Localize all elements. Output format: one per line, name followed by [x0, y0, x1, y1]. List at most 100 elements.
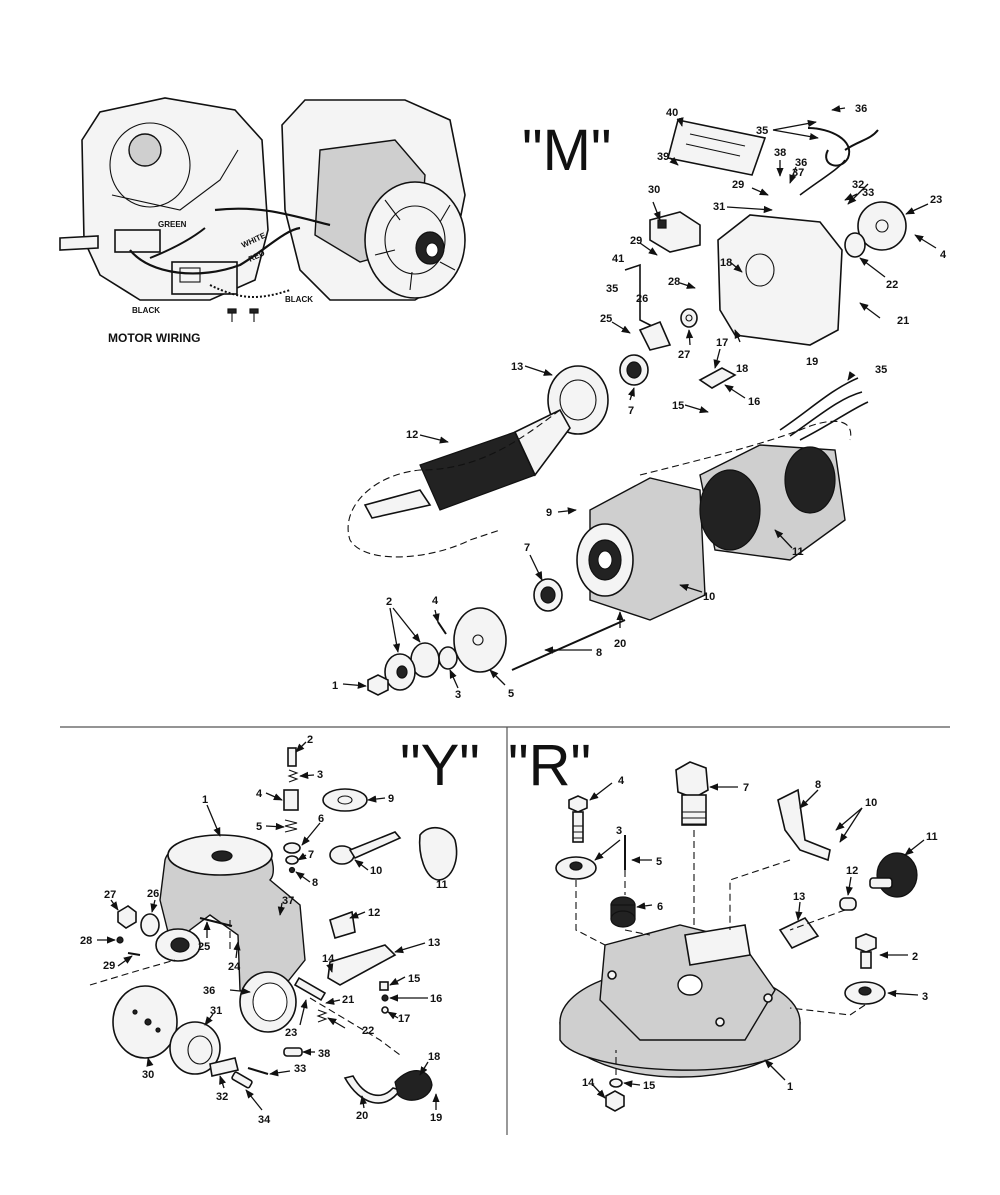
- callout-m-8: 8: [596, 647, 602, 659]
- callout-y-36: 36: [203, 985, 215, 997]
- callout-y-25: 25: [198, 941, 210, 953]
- wire-label-green: GREEN: [158, 220, 187, 229]
- callout-m-20: 20: [614, 638, 626, 650]
- callout-r-1: 1: [787, 1081, 793, 1093]
- callout-m-9: 9: [546, 507, 552, 519]
- motor-exploded-view: [347, 119, 907, 696]
- callout-m-32: 32: [852, 179, 864, 191]
- callout-m-28: 28: [668, 276, 680, 288]
- callout-r-10: 10: [865, 797, 877, 809]
- motor-frame-icon: [576, 477, 706, 621]
- callout-m-29-top: 29: [732, 179, 744, 191]
- callout-m-38: 38: [774, 147, 786, 159]
- wire-label-black-left: BLACK: [132, 306, 160, 315]
- section-label-y: "Y": [400, 733, 480, 798]
- callout-y-16: 16: [430, 993, 442, 1005]
- callout-m-27: 27: [678, 349, 690, 361]
- callout-m-37: 37: [792, 167, 804, 179]
- callout-m-41: 41: [612, 253, 624, 265]
- y-callout-arrows: [97, 741, 440, 1111]
- callout-m-2: 2: [386, 596, 392, 608]
- callout-m-3: 3: [455, 689, 461, 701]
- callout-r-6: 6: [657, 901, 663, 913]
- callout-m-22: 22: [886, 279, 898, 291]
- callout-m-36-mid: 36: [795, 157, 807, 169]
- callout-y-10: 10: [370, 865, 382, 877]
- callout-y-30: 30: [142, 1069, 154, 1081]
- callout-r-14: 14: [582, 1077, 595, 1089]
- callout-m-36-top: 36: [855, 103, 867, 115]
- callout-y-1: 1: [202, 794, 208, 806]
- screw-icon: [227, 308, 259, 322]
- callout-m-7-lower: 7: [524, 542, 530, 554]
- callout-m-18-upper: 18: [720, 257, 732, 269]
- callout-r-5: 5: [656, 856, 662, 868]
- callout-y-21: 21: [342, 994, 354, 1006]
- callout-m-21: 21: [897, 315, 909, 327]
- callout-y-14: 14: [322, 953, 335, 965]
- yoke-exploded-view: [89, 747, 458, 1104]
- callout-y-11: 11: [436, 879, 448, 891]
- callout-y-18: 18: [428, 1051, 440, 1063]
- callout-y-9: 9: [388, 793, 394, 805]
- callout-y-4: 4: [256, 788, 263, 800]
- callout-y-6: 6: [318, 813, 324, 825]
- callout-m-26: 26: [636, 293, 648, 305]
- callout-r-2: 2: [912, 951, 918, 963]
- callout-m-29-left: 29: [630, 235, 642, 247]
- motor-wiring-caption: MOTOR WIRING: [108, 331, 200, 345]
- r-callouts: 1 2 3 3 4 5 6 7 8 10 11 12 13 14 15: [582, 775, 938, 1093]
- stator-icon: [699, 444, 846, 561]
- r-callout-arrows: [589, 782, 925, 1099]
- callout-y-38: 38: [318, 1048, 330, 1060]
- callout-m-23: 23: [930, 194, 942, 206]
- callout-m-35-left: 35: [606, 283, 618, 295]
- callout-r-15: 15: [643, 1080, 655, 1092]
- motor-wiring-illustration: GREEN WHITE RED BLACK BLACK: [59, 97, 466, 322]
- callout-m-13: 13: [511, 361, 523, 373]
- callout-m-18-lower: 18: [736, 363, 748, 375]
- callout-y-34: 34: [258, 1114, 271, 1126]
- callout-y-32: 32: [216, 1091, 228, 1103]
- callout-m-4: 4: [432, 595, 439, 607]
- callout-r-8: 8: [815, 779, 821, 791]
- callout-y-2: 2: [307, 734, 313, 746]
- section-label-m: "M": [522, 118, 612, 183]
- fan-icon: [364, 181, 466, 299]
- callout-y-26: 26: [147, 888, 159, 900]
- callout-y-27: 27: [104, 889, 116, 901]
- callout-r-12: 12: [846, 865, 858, 877]
- callout-m-25: 25: [600, 313, 612, 325]
- callout-r-3-left: 3: [616, 825, 622, 837]
- callout-y-3: 3: [317, 769, 323, 781]
- callout-r-13: 13: [793, 891, 805, 903]
- callout-m-35-right: 35: [875, 364, 887, 376]
- callout-y-12: 12: [368, 907, 380, 919]
- callout-m-39: 39: [657, 151, 669, 163]
- m-callout-arrows: [342, 105, 937, 689]
- callout-m-4-right: 4: [940, 249, 947, 261]
- section-label-r: "R": [508, 733, 591, 798]
- callout-r-3-right: 3: [922, 991, 928, 1003]
- callout-r-7: 7: [743, 782, 749, 794]
- callout-r-11: 11: [926, 831, 938, 843]
- callout-m-31: 31: [713, 201, 725, 213]
- callout-y-15: 15: [408, 973, 420, 985]
- callout-y-5: 5: [256, 821, 262, 833]
- callout-m-7-upper: 7: [628, 405, 634, 417]
- callout-y-24: 24: [228, 961, 241, 973]
- callout-y-37: 37: [282, 895, 294, 907]
- callout-y-8: 8: [312, 877, 318, 889]
- callout-y-29: 29: [103, 960, 115, 972]
- callout-m-12: 12: [406, 429, 418, 441]
- callout-y-23: 23: [285, 1027, 297, 1039]
- callout-y-17: 17: [398, 1013, 410, 1025]
- callout-m-35-top: 35: [756, 125, 768, 137]
- callout-y-33: 33: [294, 1063, 306, 1075]
- callout-y-20: 20: [356, 1110, 368, 1122]
- callout-y-13: 13: [428, 937, 440, 949]
- callout-m-11: 11: [792, 546, 804, 558]
- y-callouts: 1 2 3 4 5 6 7 8 9 10 11 12 13 14 15 16 1…: [80, 734, 448, 1126]
- callout-y-7: 7: [308, 849, 314, 861]
